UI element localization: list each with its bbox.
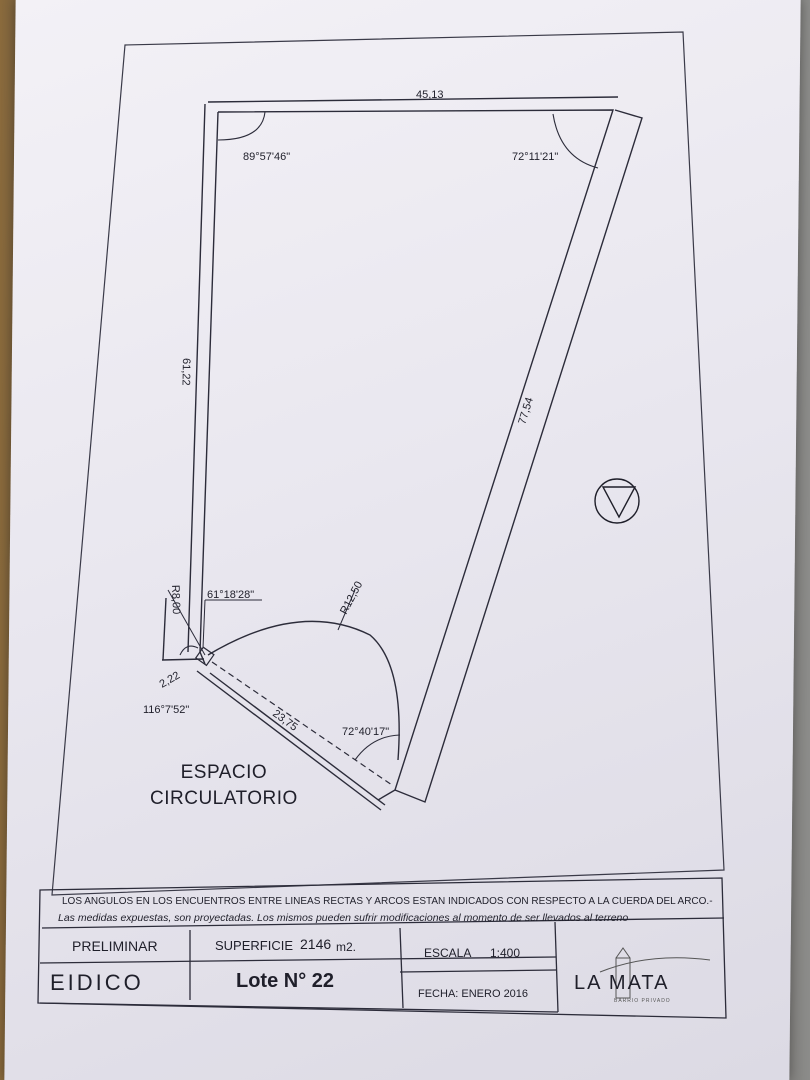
brand-subtitle: BARRIO PRIVADO	[614, 998, 671, 1004]
company-logo: EIDICO	[50, 970, 144, 995]
angle-top-left: 89°57'46"	[243, 151, 290, 163]
area-label-line2: CIRCULATORIO	[150, 788, 298, 809]
note-line-2: Las medidas expuestas, son proyectadas. …	[58, 912, 629, 924]
dim-left: 61,22	[180, 358, 192, 386]
corner-marker	[194, 646, 215, 667]
frame-border	[51, 31, 725, 896]
radius-large: R12,50	[338, 579, 365, 616]
angle-arc-small	[179, 645, 199, 656]
leader-angle-small-top-v	[202, 599, 206, 649]
brand-name: LA MATA	[574, 972, 670, 994]
lot-outline	[161, 96, 643, 811]
radius-small: R8,00	[169, 585, 182, 615]
angle-arc-top-left	[217, 111, 266, 141]
large-radius-arc	[207, 620, 400, 761]
date-label: FECHA: ENERO 2016	[418, 988, 529, 1000]
area-label-line1: ESPACIO	[180, 762, 268, 783]
area-label: ESPACIO CIRCULATORIO	[150, 760, 298, 812]
north-arrow-icon	[594, 478, 640, 524]
angle-top-right: 72°11'21"	[512, 151, 558, 163]
dashed-chord	[211, 661, 393, 786]
leader-r8	[167, 589, 206, 656]
title-block-grid	[37, 877, 727, 1019]
la-mata-logo-icon	[599, 947, 711, 999]
surface-value: 2146	[300, 936, 332, 952]
note-line-1: LOS ANGULOS EN LOS ENCUENTROS ENTRE LINE…	[62, 896, 713, 907]
scale-label: ESCALA	[424, 946, 472, 960]
dim-top: 45,13	[416, 89, 444, 101]
scale-value: 1:400	[490, 946, 521, 960]
surface-label: SUPERFICIE	[215, 938, 294, 953]
angle-small-top: 61°18'28"	[207, 589, 254, 601]
lot-number: Lote N° 22	[236, 970, 335, 992]
angle-small-bottom: 116°7'52"	[143, 704, 189, 716]
dim-small: 2,22	[158, 669, 183, 690]
angle-arc-bottom-right	[354, 734, 401, 761]
status-label: PRELIMINAR	[72, 938, 158, 954]
angle-arc-top-right	[552, 113, 599, 169]
surface-unit: m2.	[336, 940, 357, 954]
leader-r12	[337, 589, 356, 631]
angle-bottom-right: 72°40'17"	[342, 726, 389, 738]
